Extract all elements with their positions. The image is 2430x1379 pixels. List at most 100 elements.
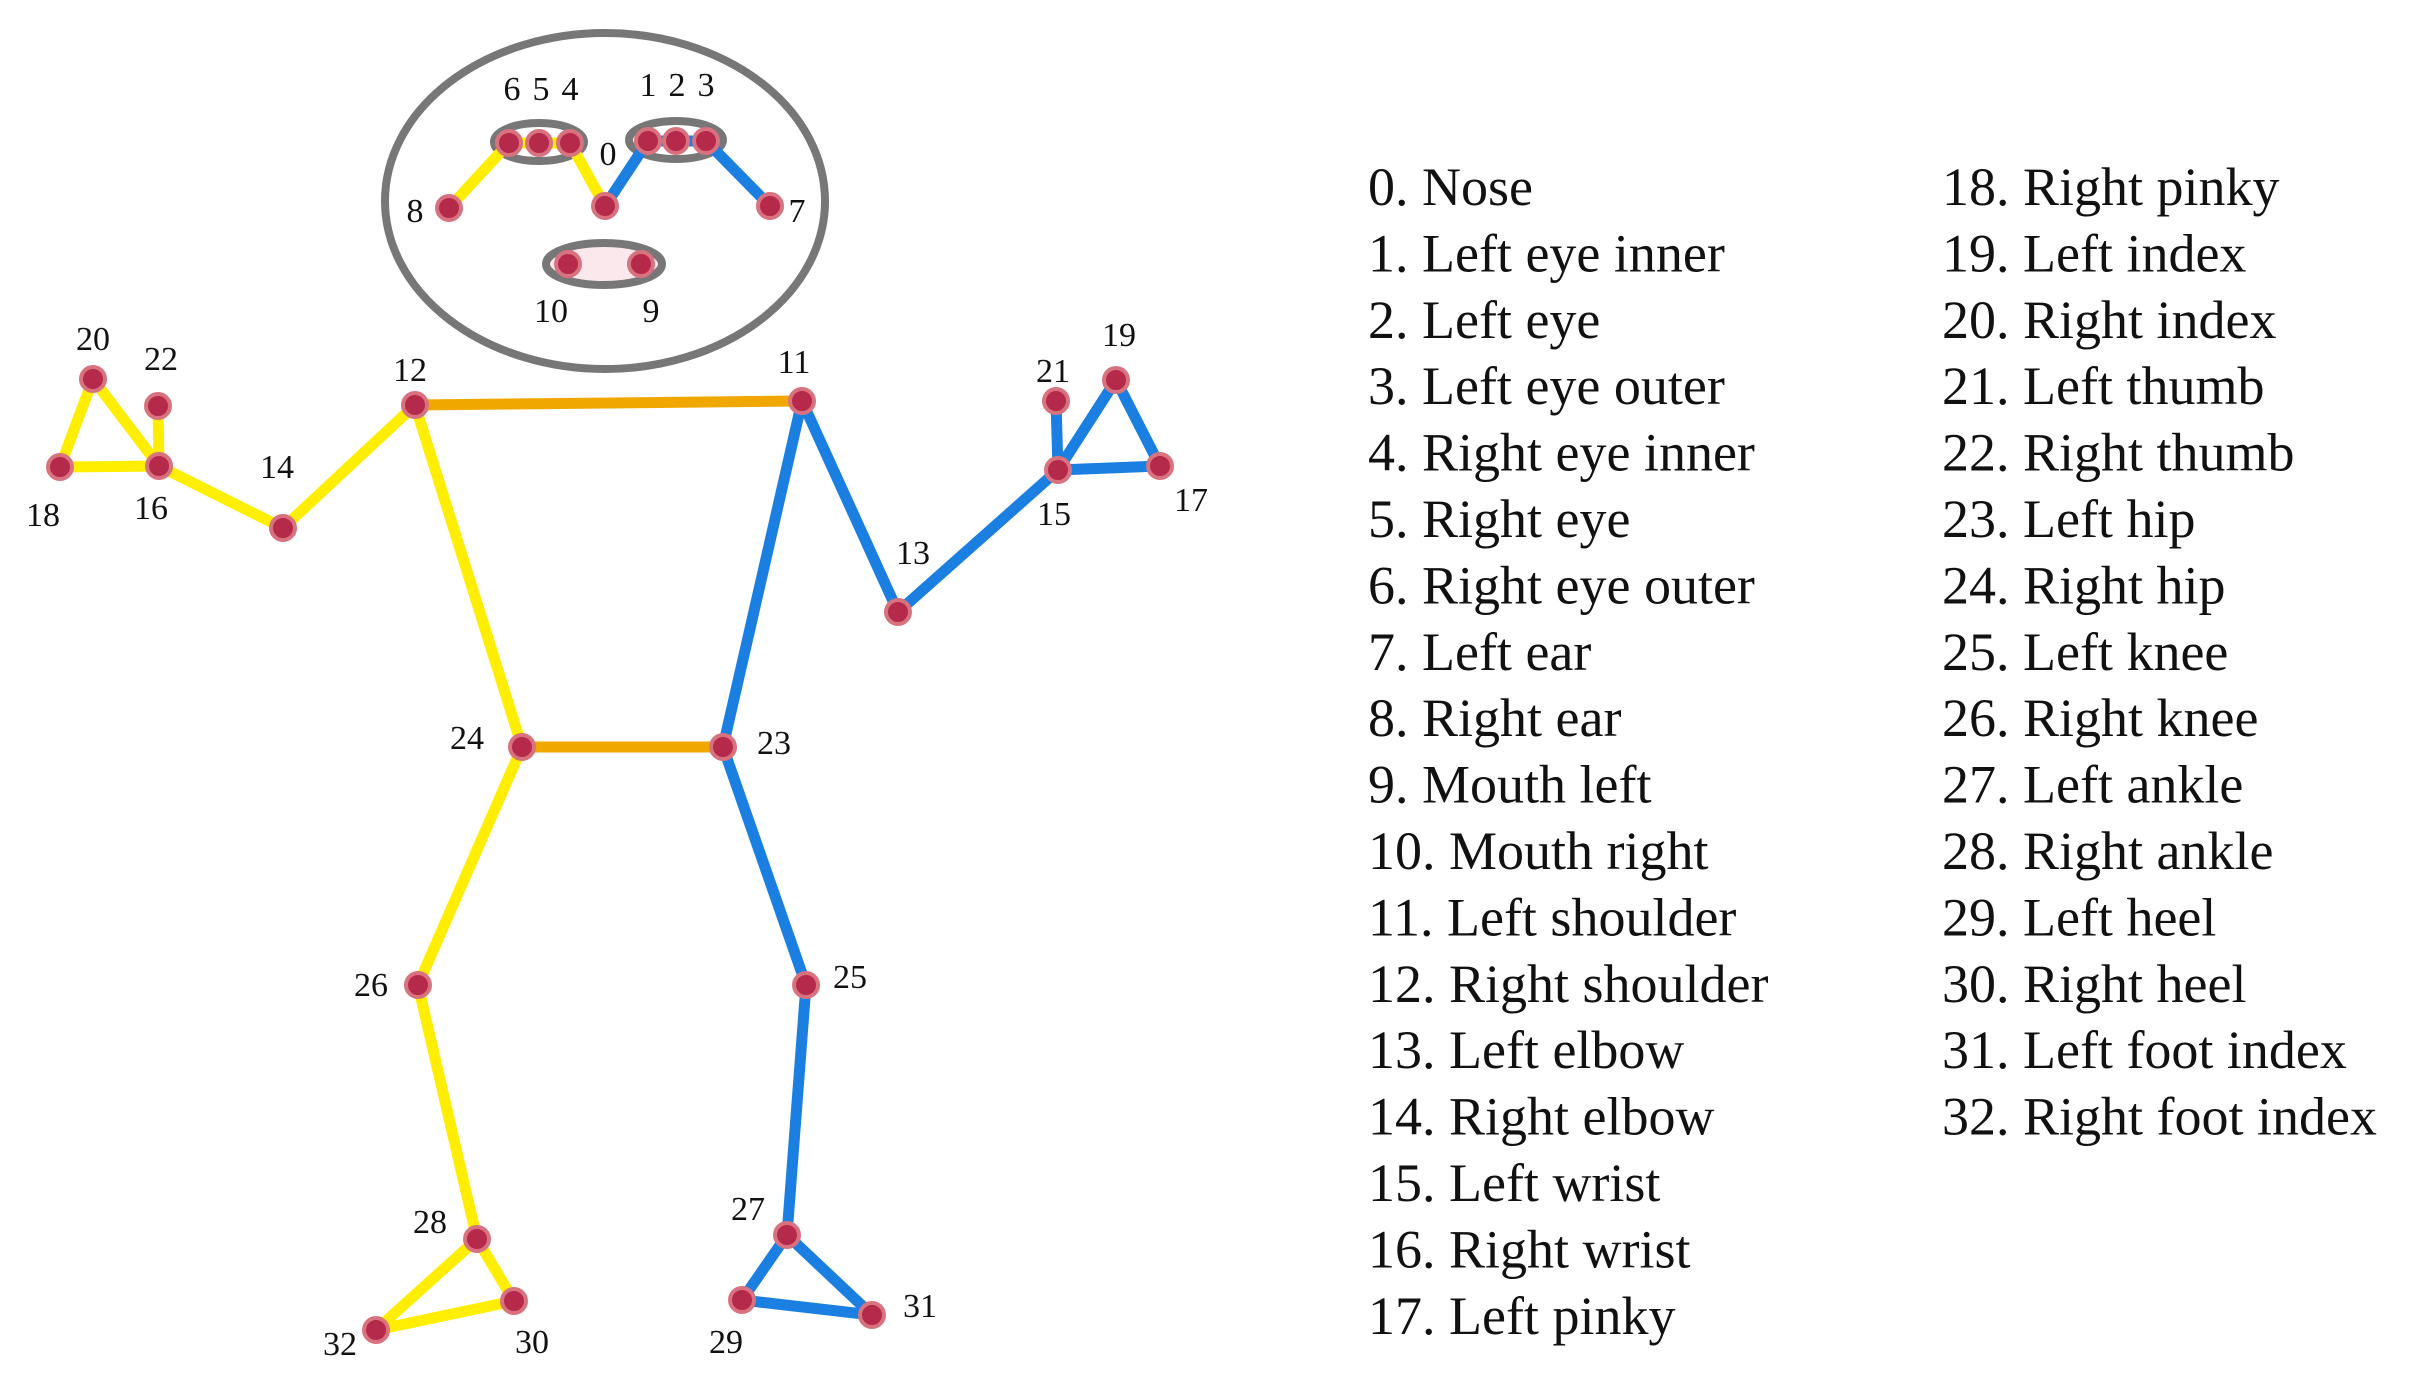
legend-item: 29. Left heel	[1942, 887, 2216, 947]
landmark-point-18	[46, 453, 74, 481]
landmark-point-10	[554, 250, 582, 278]
landmark-point-23	[709, 733, 737, 761]
legend-item: 30. Right heel	[1942, 954, 2246, 1014]
legend-item: 5. Right eye	[1368, 489, 1630, 549]
connection-24-26	[412, 741, 528, 991]
landmark-point-30	[500, 1287, 528, 1315]
legend-item: 20. Right index	[1942, 290, 2277, 350]
legend-item: 28. Right ankle	[1942, 821, 2273, 881]
connection-16-20	[87, 373, 165, 472]
legend-item: 23. Left hip	[1942, 489, 2195, 549]
legend-item: 9. Mouth left	[1368, 755, 1651, 815]
landmark-label-6: 6	[504, 71, 521, 108]
landmark-label-25: 25	[833, 959, 867, 996]
landmark-point-28	[463, 1225, 491, 1253]
landmark-point-12	[401, 391, 429, 419]
landmark-label-32: 32	[323, 1326, 357, 1363]
connection-16-18	[54, 460, 165, 473]
legend-item: 11. Left shoulder	[1368, 887, 1736, 947]
legend-item: 24. Right hip	[1942, 555, 2226, 615]
legend-item: 13. Left elbow	[1368, 1020, 1684, 1080]
connection-15-17	[1052, 460, 1166, 476]
legend-item: 6. Right eye outer	[1368, 555, 1755, 615]
landmark-label-2: 2	[669, 67, 686, 104]
landmark-label-17: 17	[1174, 482, 1208, 519]
landmark-point-24	[508, 733, 536, 761]
landmark-label-11: 11	[778, 344, 811, 381]
landmark-point-6	[495, 129, 523, 157]
landmark-label-29: 29	[709, 1324, 743, 1361]
landmark-point-25	[792, 971, 820, 999]
connection-17-19	[1110, 374, 1166, 472]
legend-item: 22. Right thumb	[1942, 423, 2295, 483]
landmark-point-31	[858, 1301, 886, 1329]
connection-18-20	[54, 373, 99, 473]
landmark-point-2	[662, 127, 690, 155]
landmark-point-15	[1044, 456, 1072, 484]
legend-item: 18. Right pinky	[1942, 157, 2280, 217]
legend-item: 12. Right shoulder	[1368, 954, 1769, 1014]
landmark-label-19: 19	[1102, 317, 1136, 354]
legend-item: 4. Right eye inner	[1368, 423, 1755, 483]
landmark-point-29	[728, 1286, 756, 1314]
landmark-label-14: 14	[260, 449, 294, 486]
legend-item: 19. Left index	[1942, 223, 2246, 283]
connection-29-31	[736, 1294, 878, 1321]
connection-12-24	[409, 399, 528, 753]
landmark-label-31: 31	[903, 1288, 937, 1325]
legend-item: 10. Mouth right	[1368, 821, 1709, 881]
landmark-point-20	[79, 365, 107, 393]
legend-item: 14. Right elbow	[1368, 1087, 1715, 1147]
landmark-label-23: 23	[757, 725, 791, 762]
legend-item: 16. Right wrist	[1368, 1219, 1691, 1279]
landmark-label-0: 0	[600, 136, 617, 173]
landmark-label-12: 12	[393, 352, 427, 389]
landmark-label-20: 20	[76, 321, 110, 358]
head-outline	[381, 29, 829, 373]
landmark-label-30: 30	[515, 1324, 549, 1361]
legend-item: 7. Left ear	[1368, 622, 1591, 682]
connection-6-8	[443, 137, 515, 214]
landmark-label-18: 18	[26, 497, 60, 534]
legend-item: 31. Left foot index	[1942, 1020, 2347, 1080]
legend-item: 27. Left ankle	[1942, 755, 2243, 815]
landmark-label-28: 28	[413, 1204, 447, 1241]
landmark-point-0	[591, 192, 619, 220]
landmark-point-32	[362, 1316, 390, 1344]
connection-11-13	[796, 395, 904, 618]
legend-item: 1. Left eye inner	[1368, 223, 1725, 283]
landmark-point-16	[145, 452, 173, 480]
landmark-point-22	[144, 392, 172, 420]
legend-item: 17. Left pinky	[1368, 1286, 1675, 1346]
legend-item: 25. Left knee	[1942, 622, 2228, 682]
landmark-point-17	[1146, 452, 1174, 480]
landmark-label-4: 4	[562, 71, 579, 108]
connection-28-32	[370, 1233, 483, 1336]
connection-30-32	[370, 1295, 520, 1336]
connection-23-25	[717, 741, 812, 991]
landmark-point-13	[884, 598, 912, 626]
left-eye-outline	[625, 117, 727, 163]
landmark-label-8: 8	[407, 193, 424, 230]
landmark-point-7	[756, 192, 784, 220]
legend-item: 21. Left thumb	[1942, 356, 2264, 416]
landmark-label-15: 15	[1037, 496, 1071, 533]
landmark-label-26: 26	[354, 967, 388, 1004]
landmark-point-9	[627, 250, 655, 278]
right-eye-outline	[490, 119, 588, 165]
connection-27-31	[781, 1229, 878, 1321]
landmark-point-3	[692, 127, 720, 155]
legend-item: 15. Left wrist	[1368, 1153, 1660, 1213]
skeleton-connections	[54, 135, 1166, 1336]
landmark-label-3: 3	[698, 67, 715, 104]
landmark-label-10: 10	[534, 293, 568, 330]
landmark-point-8	[435, 194, 463, 222]
landmark-label-24: 24	[450, 720, 484, 757]
connection-11-12	[409, 395, 808, 411]
legend-item: 2. Left eye	[1368, 290, 1600, 350]
landmark-label-21: 21	[1036, 353, 1070, 390]
connection-25-27	[781, 979, 812, 1241]
landmark-label-7: 7	[789, 193, 806, 230]
legend-item: 26. Right knee	[1942, 688, 2258, 748]
